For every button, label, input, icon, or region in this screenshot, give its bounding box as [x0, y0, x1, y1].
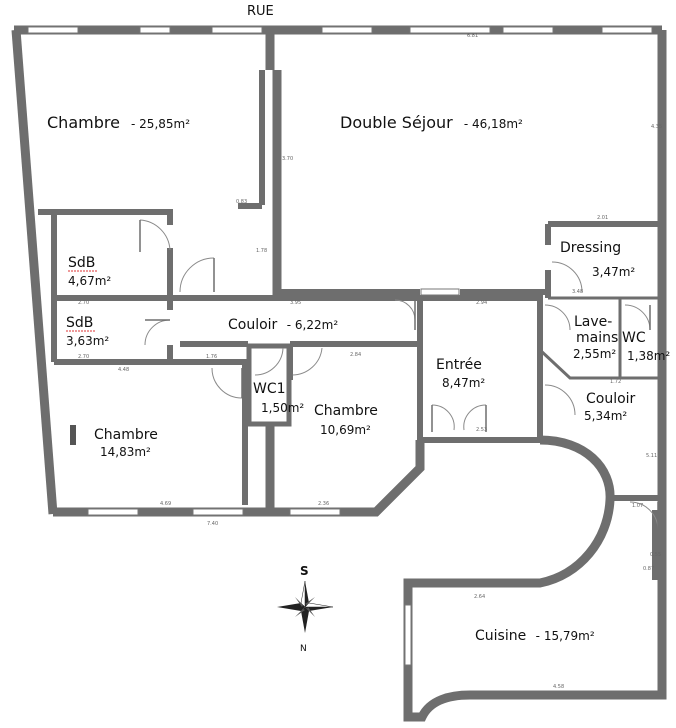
room-entree-name: Entrée [436, 357, 482, 373]
room-lave-mains-area: 2,55m² [573, 347, 616, 361]
room-chambre-2-area: 10,69m² [320, 423, 371, 437]
compass-north-label: N [300, 644, 307, 654]
room-sdb-2-name: SdB [66, 315, 93, 331]
room-area: - 25,85m² [131, 117, 190, 131]
dimension-label: 2.94 [476, 300, 487, 306]
dimension-label: 4.35 [651, 124, 662, 130]
dimension-label: 0.55 [650, 552, 661, 558]
room-sdb-2-area: 3,63m² [66, 334, 109, 348]
interior-walls [38, 30, 662, 580]
room-couloir-2-name: Couloir [586, 391, 636, 407]
compass-south-label: S [300, 564, 309, 578]
dimension-label: 2.64 [474, 594, 485, 600]
dimension-label: 3.48 [572, 289, 583, 295]
room-name: Cuisine [475, 628, 526, 644]
room-lave-mains-line1: Lave- [574, 314, 612, 330]
dimension-label: 2.36 [318, 501, 329, 507]
room-wc-1-area: 1,50m² [261, 401, 304, 415]
dimension-labels: 6.81 4.35 2.01 0.83 3.70 1.78 2.70 2.70 … [78, 33, 662, 690]
dimension-label: 3.95 [290, 300, 301, 306]
room-chambre-1: Chambre - 25,85m² [47, 113, 190, 132]
dimension-label: 1.07 [632, 503, 643, 509]
room-name: Couloir [228, 317, 278, 333]
room-wc-1-name: WC1 [253, 381, 286, 397]
doors [139, 219, 659, 531]
room-couloir-1: Couloir - 6,22m² [228, 317, 338, 333]
dimension-label: 2.70 [78, 354, 89, 360]
room-labels: Chambre - 25,85m² Double Séjour - 46,18m… [47, 113, 670, 644]
dimension-label: 3.70 [282, 156, 293, 162]
windows [27, 26, 653, 666]
room-couloir-2-area: 5,34m² [584, 409, 627, 423]
dimension-label: 2.70 [78, 300, 89, 306]
room-name: Double Séjour [340, 113, 453, 132]
room-chambre-3-name: Chambre [94, 427, 158, 443]
dimension-label: 0.83 [236, 199, 247, 205]
room-dressing-area: 3,47m² [592, 265, 635, 279]
room-area: - 15,79m² [536, 629, 595, 643]
dimension-label: 4.69 [160, 501, 171, 507]
room-wc-2-area: 1,38m² [627, 349, 670, 363]
room-cuisine: Cuisine - 15,79m² [475, 628, 595, 644]
room-sdb-1-name: SdB [68, 255, 95, 271]
room-name: Chambre [47, 113, 120, 132]
room-area: - 6,22m² [287, 318, 339, 332]
street-label: RUE [247, 4, 274, 19]
room-sdb-1-area: 4,67m² [68, 274, 111, 288]
dimension-label: 0.87 [643, 566, 654, 572]
dimension-label: 7.40 [207, 521, 218, 527]
dimension-label: 1.72 [610, 379, 621, 385]
room-double-sejour: Double Séjour - 46,18m² [340, 113, 523, 132]
dimension-label: 5.11 [646, 453, 657, 459]
room-entree-area: 8,47m² [442, 376, 485, 390]
room-dressing-name: Dressing [560, 240, 621, 256]
dimension-label: 2.01 [597, 215, 608, 221]
room-area: - 46,18m² [464, 117, 523, 131]
compass-rose-icon [277, 580, 334, 633]
dimension-label: 1.78 [256, 248, 267, 254]
dimension-label: 2.53 [476, 427, 487, 433]
room-chambre-2-name: Chambre [314, 403, 378, 419]
dimension-label: 1.76 [206, 354, 217, 360]
dimension-label: 6.81 [467, 33, 478, 39]
dimension-label: 4.58 [553, 684, 564, 690]
room-chambre-3-area: 14,83m² [100, 445, 151, 459]
dimension-label: 4.48 [118, 367, 129, 373]
room-lave-mains-line2: mains [576, 330, 618, 346]
dimension-label: 2.84 [350, 352, 361, 358]
room-wc-2-name: WC [622, 330, 646, 346]
